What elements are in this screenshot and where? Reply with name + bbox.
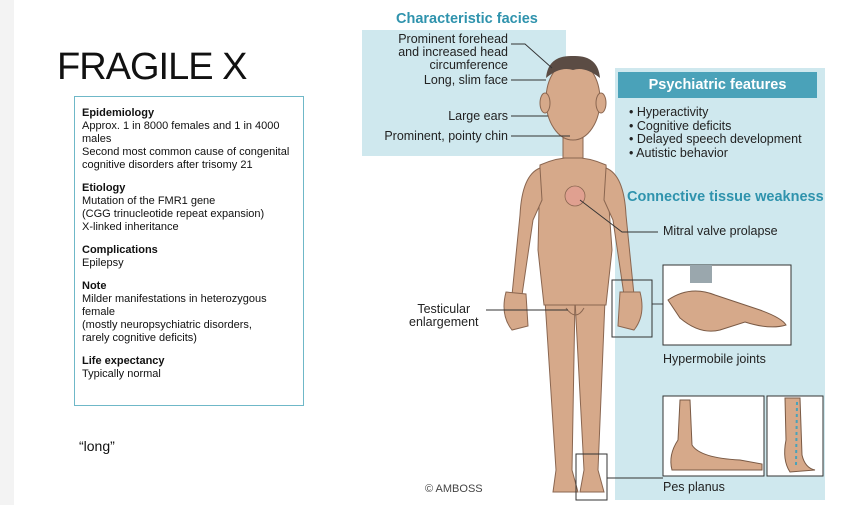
leader-lines [486,43,663,479]
copyright-label: © AMBOSS [425,483,483,495]
psych-item: Hyperactivity [629,105,802,120]
pes-planus-label: Pes planus [663,480,725,494]
note-section: Note Milder manifestations in heterozygo… [82,280,296,345]
psych-item: Delayed speech development [629,132,802,147]
section-heading: Epidemiology [82,107,155,119]
testicular-label: Testicular enlargement [409,303,479,329]
face-label: Long, slim face [423,73,508,87]
psych-heading: Psychiatric features [618,72,817,98]
section-line: rarely cognitive deficits) [82,332,197,344]
section-line: female [82,306,116,318]
testicular-label-line: Testicular [417,302,471,316]
forehead-label-line: and increased head [398,45,508,59]
facies-panel [362,30,566,156]
flat-foot-side-icon [670,399,763,471]
section-line: Second most common cause of congenital [82,146,290,158]
connective-heading: Connective tissue weakness [627,189,824,205]
psych-item: Autistic behavior [629,146,802,161]
psych-list: Hyperactivity Cognitive deficits Delayed… [629,105,802,161]
patient-body-figure [503,59,643,493]
section-line: Approx. 1 in 8000 females and 1 in 4000 … [82,120,280,145]
section-line: X-linked inheritance [82,221,179,233]
hair-icon [546,55,600,78]
testicular-label-line: enlargement [409,315,479,329]
section-heading: Life expectancy [82,355,165,367]
ears-label: Large ears [448,109,508,123]
section-line: Epilepsy [82,257,124,269]
chin-label: Prominent, pointy chin [384,129,508,143]
hypermobile-hand-icon [667,265,787,332]
hypermobile-label: Hypermobile joints [663,352,766,366]
facies-heading: Characteristic facies [396,11,538,27]
psych-item: Cognitive deficits [629,119,802,134]
foot-highlight [575,453,608,501]
quote-text: “long” [79,438,115,454]
complications-section: Complications Epilepsy [82,244,296,270]
slide-left-margin [0,0,14,505]
section-heading: Note [82,280,107,292]
section-line: Mutation of the FMR1 gene [82,195,216,207]
section-line: cognitive disorders after trisomy 21 [82,159,253,171]
slide-title: FRAGILE X [57,46,247,88]
life-expectancy-section: Life expectancy Typically normal [82,355,296,381]
etiology-section: Etiology Mutation of the FMR1 gene (CGG … [82,182,296,234]
info-box: Epidemiology Approx. 1 in 8000 females a… [74,96,304,406]
section-heading: Complications [82,244,158,256]
forehead-label: Prominent forehead and increased head ci… [398,33,508,72]
section-line: Typically normal [82,368,161,380]
epidemiology-section: Epidemiology Approx. 1 in 8000 females a… [82,107,296,172]
forehead-label-line: Prominent forehead [398,32,508,46]
mitral-label: Mitral valve prolapse [663,224,778,238]
forehead-label-line: circumference [429,58,509,72]
heart-icon [564,185,586,207]
section-line: (CGG trinucleotide repeat expansion) [82,208,265,220]
section-heading: Etiology [82,182,126,194]
section-line: Milder manifestations in heterozygous [82,293,267,305]
section-line: (mostly neuropsychiatric disorders, [82,319,252,331]
flat-foot-back-icon [784,397,816,473]
wrist-highlight [611,279,653,338]
